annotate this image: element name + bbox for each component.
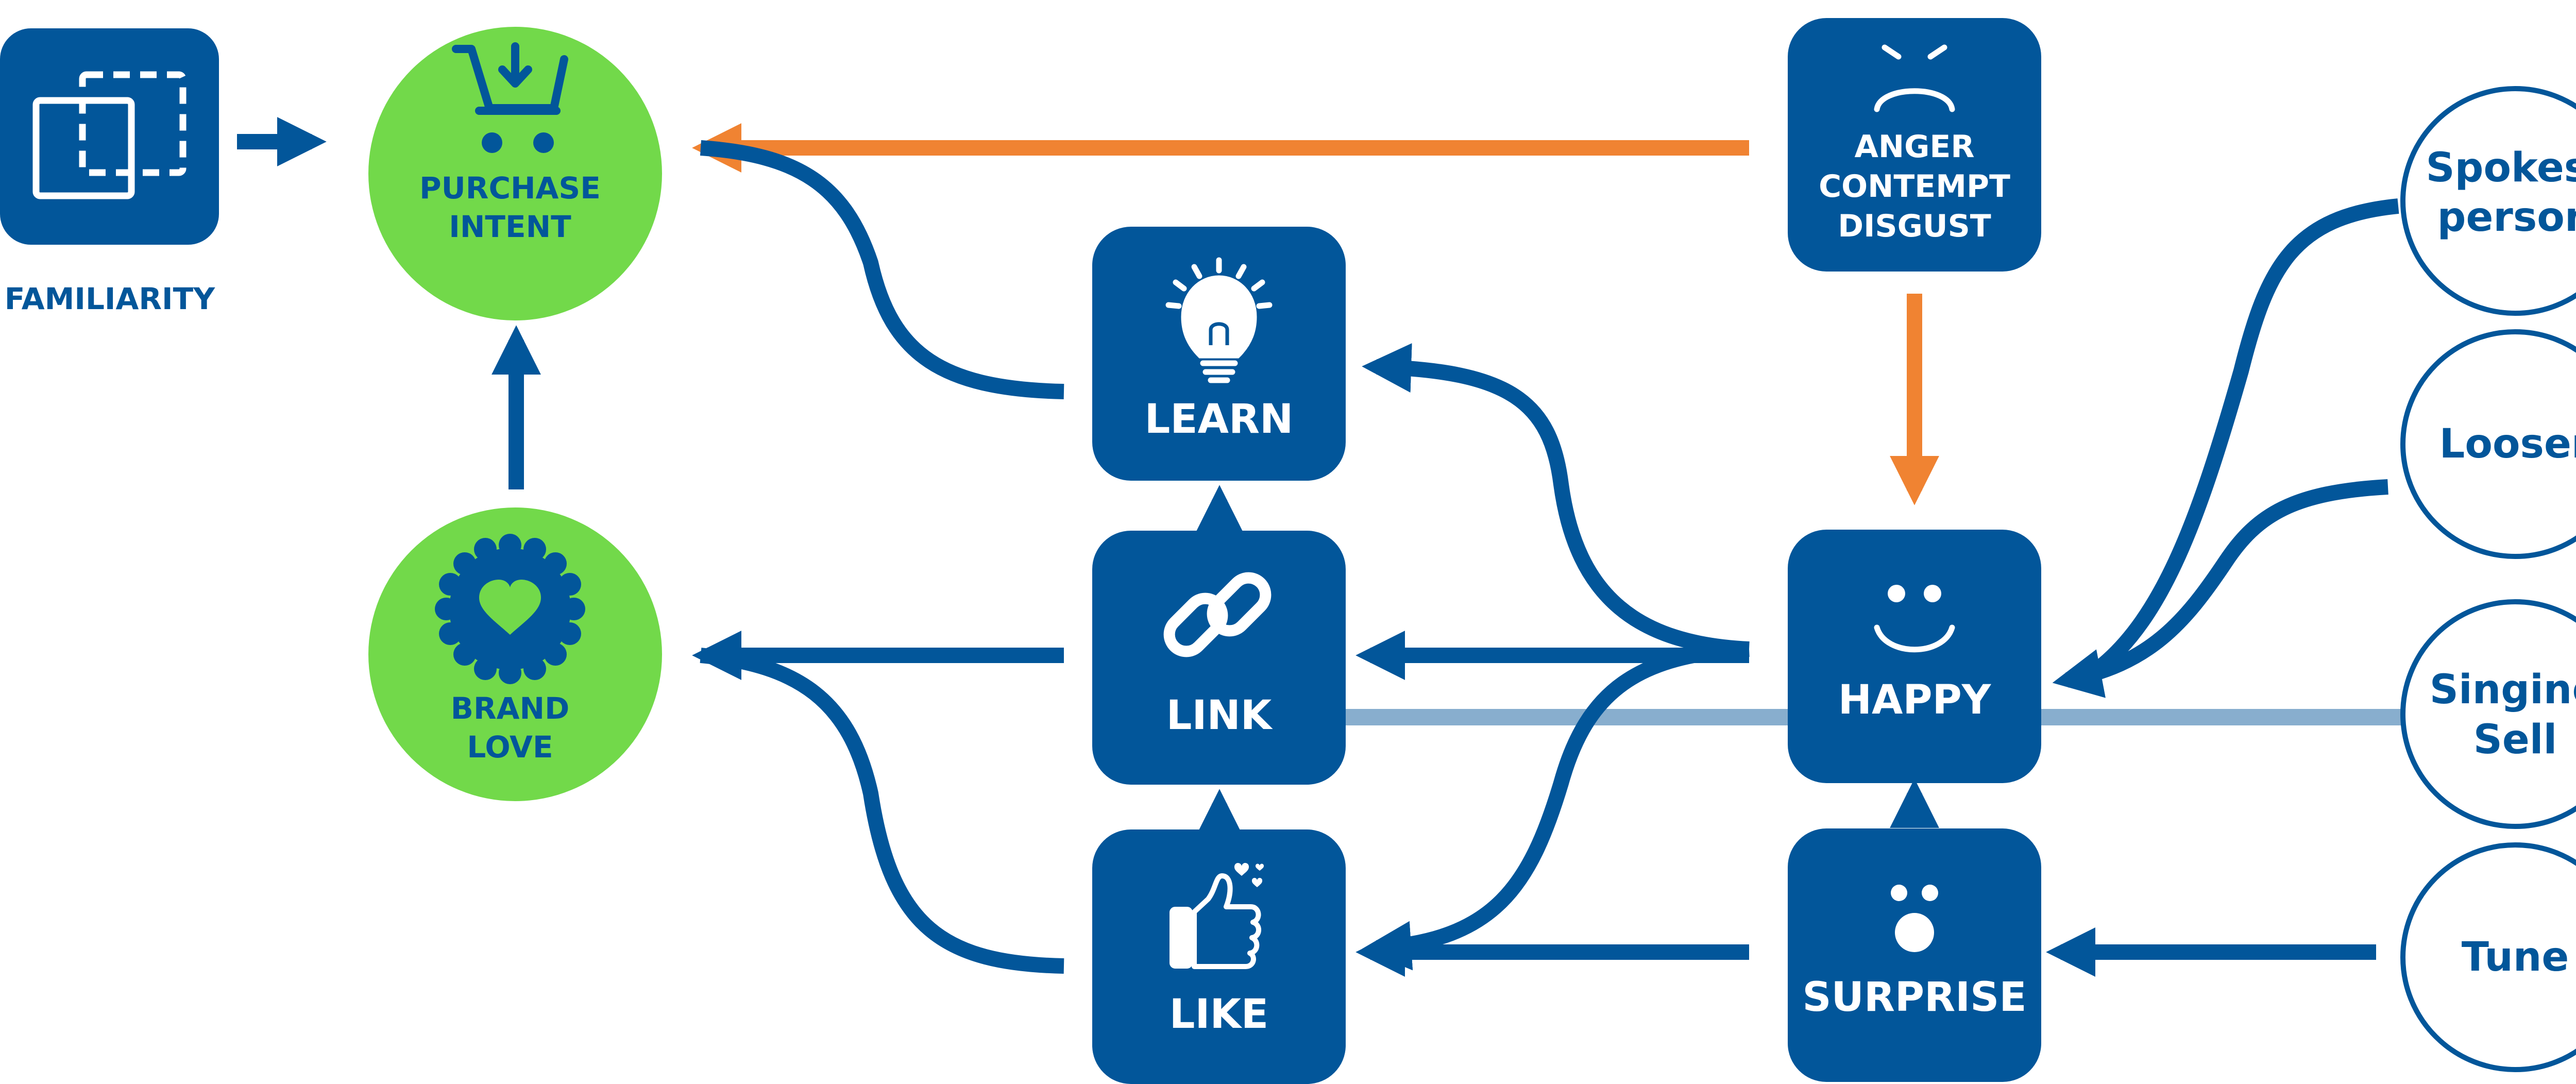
like-node: LIKE	[1092, 829, 1346, 1084]
brand-love-node: BRAND LOVE	[368, 507, 662, 801]
chain-link-icon	[1163, 572, 1272, 657]
thumbs-up-icon	[1170, 873, 1261, 969]
learn-label: LEARN	[1145, 396, 1294, 443]
looser-node: Looser	[2400, 329, 2576, 559]
overlapping-squares-icon	[32, 71, 187, 199]
anger-line1: ANGER	[1854, 129, 1974, 165]
purchase-intent-line1: PURCHASE	[419, 171, 601, 206]
shopping-cart-icon	[452, 42, 568, 115]
lightbulb-filament	[1209, 322, 1229, 345]
happy-to-learn-curve	[1362, 343, 1750, 657]
floating-hearts-icon	[1234, 862, 1264, 887]
happy-label: HAPPY	[1838, 677, 1992, 723]
link-node: LINK	[1092, 531, 1346, 785]
spokesperson-node: Spokes- person	[2400, 86, 2576, 316]
smiling-face-icon	[1874, 585, 1955, 653]
purchase-intent-line2: INTENT	[449, 209, 571, 244]
happy-node: HAPPY	[1788, 530, 2041, 783]
familiarity-label: FAMILIARITY	[5, 281, 215, 316]
spokesperson-line1: Spokes-	[2426, 145, 2576, 191]
learn-to-purchase-curve	[700, 140, 1064, 399]
singing-sell-node: Singing Sell	[2400, 599, 2576, 829]
heart-icon	[479, 580, 541, 635]
surprised-face-icon	[1891, 885, 1938, 952]
cart-wheel-right	[533, 132, 554, 153]
connectors	[237, 116, 2405, 977]
spokesperson-to-happy-curve	[2092, 198, 2399, 676]
surprise-node: SURPRISE	[1788, 828, 2041, 1082]
singing-sell-line1: Singing	[2430, 667, 2576, 713]
anger-node: ANGER CONTEMPT DISGUST	[1788, 18, 2041, 272]
anger-line2: CONTEMPT	[1819, 168, 2010, 205]
cart-wheel-left	[482, 132, 502, 153]
lightbulb-icon	[1165, 257, 1273, 383]
surprise-label: SURPRISE	[1802, 974, 2026, 1021]
purchase-intent-node: PURCHASE INTENT	[368, 27, 662, 320]
heart-badge-icon	[435, 534, 585, 684]
looser-to-happy-curve	[2052, 479, 2388, 698]
looser-label: Looser	[2439, 421, 2576, 467]
link-label: LINK	[1166, 692, 1273, 739]
learn-node: LEARN	[1092, 227, 1346, 481]
angry-face-icon	[1874, 44, 1955, 112]
happy-to-like-curve	[1362, 641, 1750, 971]
tune-node: Tune	[2400, 842, 2576, 1072]
like-to-brand-love-curve	[700, 648, 1064, 974]
brand-love-line2: LOVE	[467, 730, 553, 765]
like-label: LIKE	[1170, 991, 1268, 1038]
singing-sell-line2: Sell	[2473, 717, 2557, 763]
anger-line3: DISGUST	[1838, 208, 1991, 244]
brand-love-line1: BRAND	[451, 691, 569, 726]
spokesperson-line2: person	[2437, 194, 2576, 241]
tune-label: Tune	[2462, 934, 2569, 980]
familiarity-node	[0, 28, 219, 245]
